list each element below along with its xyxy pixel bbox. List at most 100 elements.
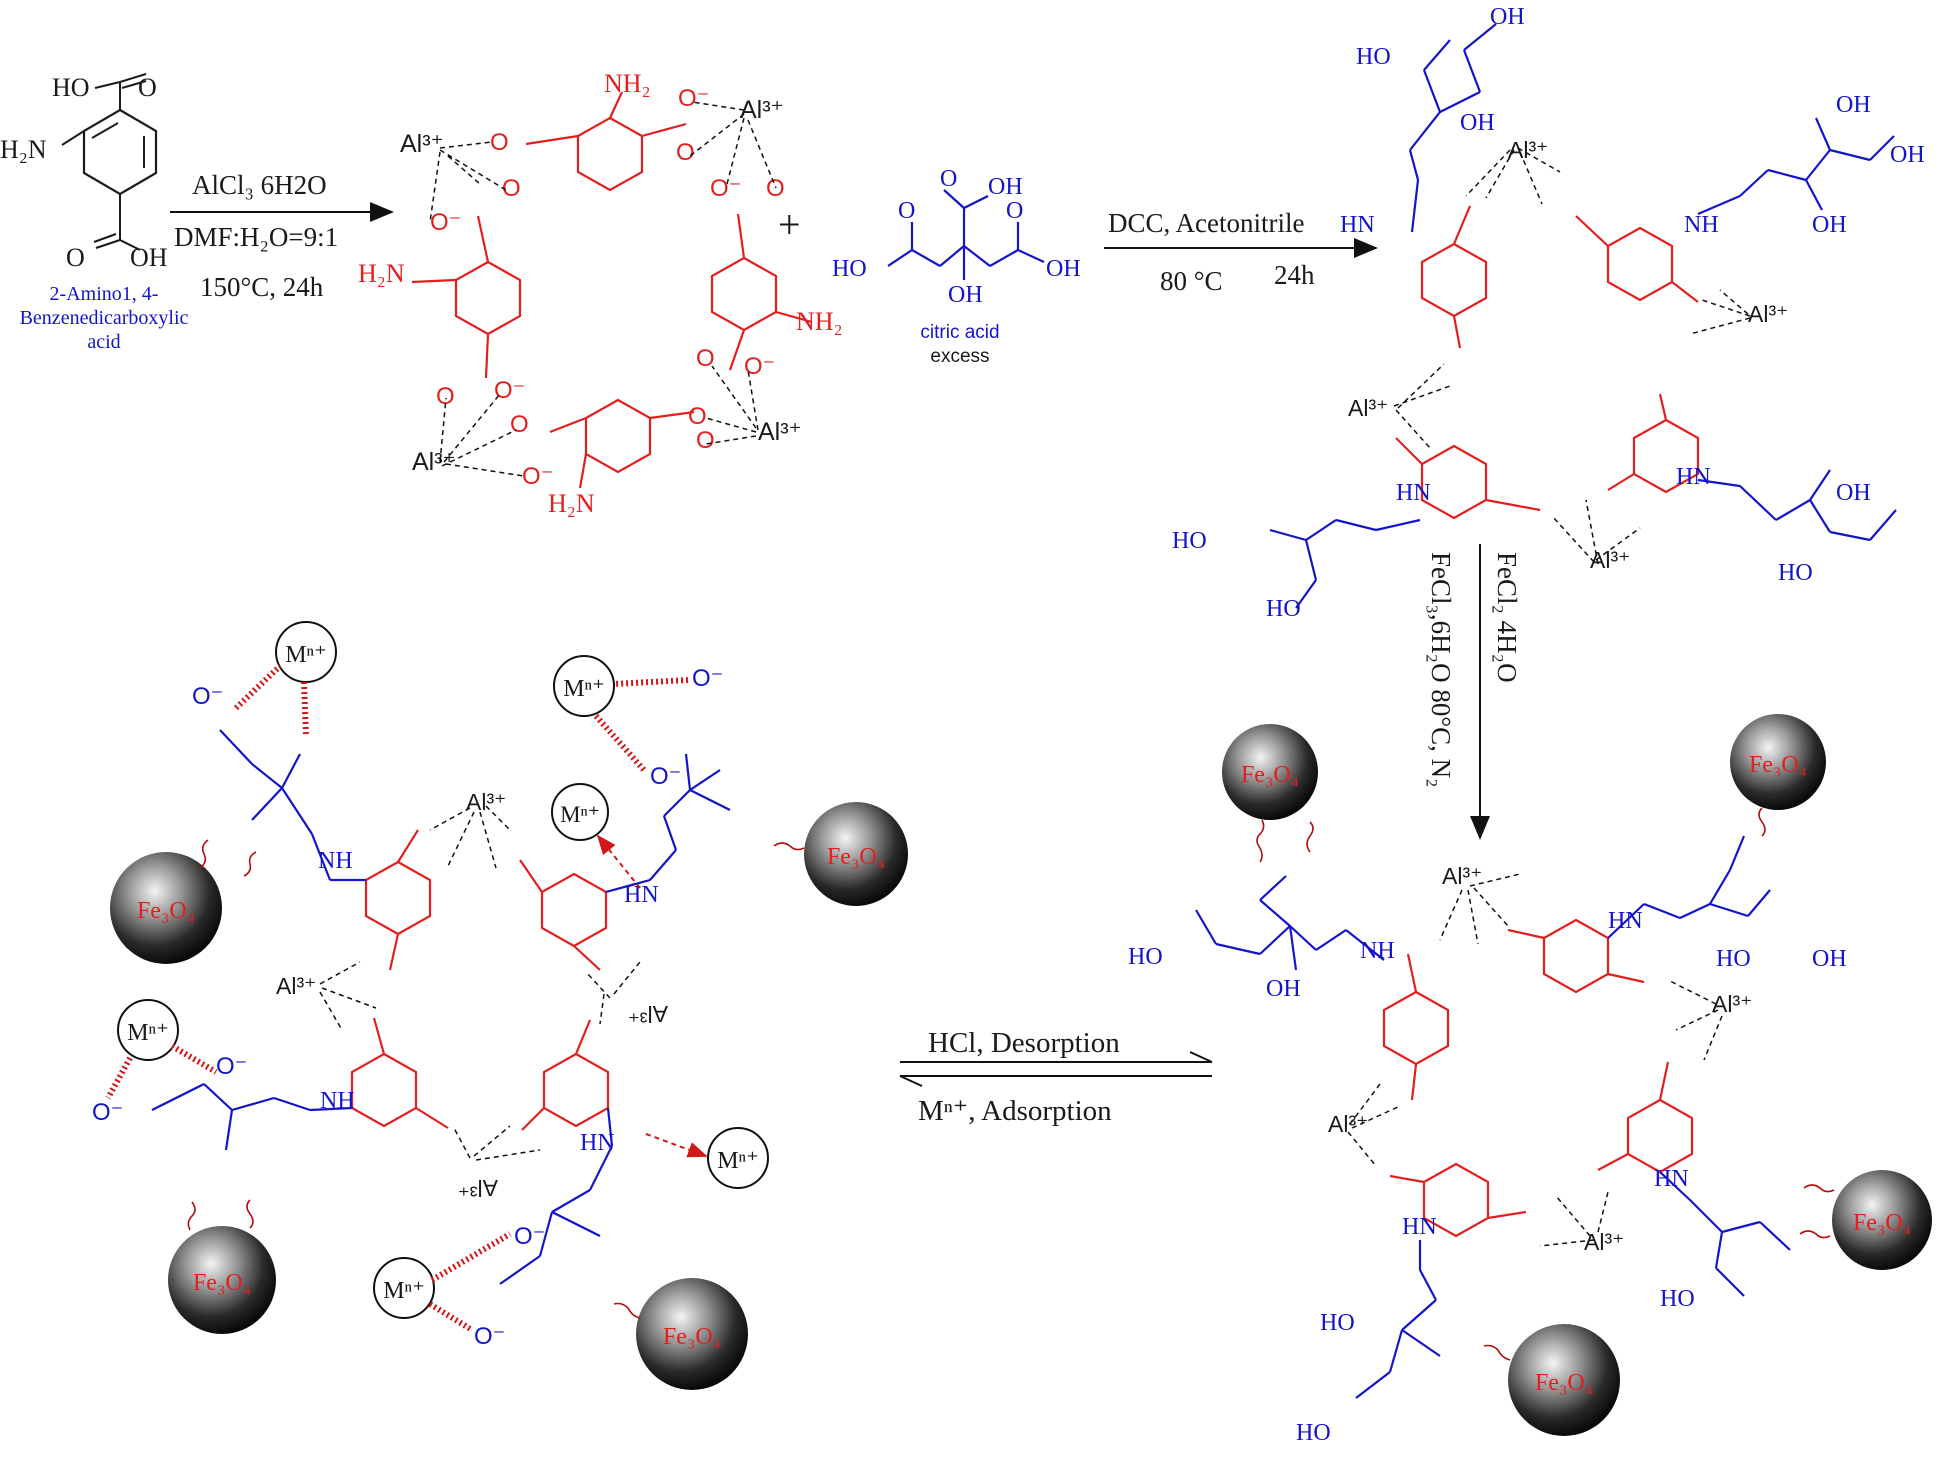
mof2-hn-1: HN — [1340, 212, 1375, 238]
svg-text:O⁻: O⁻ — [430, 209, 461, 236]
femof-nh-1: NH — [1360, 938, 1395, 964]
femof-ho-2: HO — [1716, 946, 1751, 972]
adsorbed-o-minus-1: O⁻ — [192, 683, 223, 710]
svg-text:Mⁿ⁺: Mⁿ⁺ — [563, 676, 605, 702]
femof-ho-5: HO — [1296, 1420, 1331, 1446]
mof2-al-1: Al³⁺ — [1508, 137, 1548, 163]
svg-text:Fe₃O₄: Fe₃O₄ — [193, 1270, 251, 1296]
adsorbed-mof-structure — [350, 829, 610, 1131]
adsorbed-linker-5 — [246, 1199, 254, 1229]
svg-text:Mⁿ⁺: Mⁿ⁺ — [285, 642, 327, 668]
plus-sign: + — [778, 202, 801, 247]
mof1-al-top-right: Al³⁺ — [740, 96, 784, 124]
svg-text:O: O — [676, 139, 695, 166]
adsorbed-al-2: Al³⁺ — [276, 973, 316, 999]
femof-linker-5 — [1803, 1184, 1835, 1193]
adsorbed-mof-arms — [151, 729, 731, 1285]
femof-linker-2 — [1306, 821, 1314, 853]
mof1-coordination-bonds — [429, 101, 777, 477]
step2-time: 24h — [1274, 260, 1315, 290]
svg-text:O⁻: O⁻ — [710, 175, 741, 202]
metal-ion-2: Mⁿ⁺ — [553, 655, 615, 717]
citric-acid-molecule — [887, 189, 1045, 280]
mof2-hn-3: HN — [1676, 464, 1711, 490]
femof-oh-1: OH — [1266, 976, 1301, 1002]
citric-top-oh: OH — [988, 174, 1023, 200]
svg-text:O⁻: O⁻ — [522, 463, 553, 490]
femof-oh-2: OH — [1812, 946, 1847, 972]
step1-conditions: 150°C, 24h — [200, 272, 324, 302]
adsorbed-hn-1: HN — [624, 882, 659, 908]
svg-text:O: O — [766, 175, 785, 202]
svg-text:O: O — [490, 129, 509, 156]
forward-conditions: HCl, Desorption — [928, 1027, 1120, 1059]
adsorbed-coordination-bonds — [319, 805, 641, 1161]
adsorbed-o-minus-7: O⁻ — [474, 1323, 505, 1350]
fe3o4-sphere-6: Fe₃O₄ — [804, 802, 908, 906]
svg-text:O: O — [696, 345, 715, 372]
citric-top-o: O — [940, 166, 957, 192]
mof1-al-bottom-left: Al³⁺ — [412, 448, 456, 476]
al-mof-structure — [411, 91, 813, 489]
mof1-carboxylate-oxygens: O O O⁻ O⁻ O O⁻ O O O⁻ O O⁻ O O⁻ O O — [430, 85, 785, 490]
svg-text:Mⁿ⁺: Mⁿ⁺ — [383, 1278, 425, 1304]
metal-binding-bonds — [105, 663, 708, 1333]
reactant-name-line1: 2-Amino1, 4- — [50, 283, 159, 305]
mof2-oh-3: OH — [1836, 92, 1871, 118]
mof2-ho-2: HO — [1172, 528, 1207, 554]
reactant-molecule — [61, 73, 158, 251]
svg-text:O: O — [502, 175, 521, 202]
mof1-al-top-left: Al³⁺ — [400, 130, 444, 158]
svg-text:Fe₃O₄: Fe₃O₄ — [1241, 762, 1299, 788]
adsorbed-o-minus-6: O⁻ — [514, 1223, 545, 1250]
mof1-al-bottom-right: Al³⁺ — [758, 418, 802, 446]
reactant-ho: HO — [52, 73, 90, 102]
femof-al-1: Al³⁺ — [1442, 863, 1482, 889]
svg-text:O⁻: O⁻ — [494, 377, 525, 404]
femof-hn-2: HN — [1402, 1214, 1437, 1240]
fe3o4-mof-arms — [1195, 835, 1791, 1399]
femof-ho-1: HO — [1128, 944, 1163, 970]
metal-ion-3: Mⁿ⁺ — [551, 783, 609, 841]
metal-ion-5: Mⁿ⁺ — [707, 1127, 769, 1189]
femof-linker-6 — [1483, 1344, 1511, 1361]
adsorbed-o-minus-2: O⁻ — [650, 763, 681, 790]
fe3o4-sphere-5: Fe₃O₄ — [110, 852, 222, 964]
step1-solvent: DMF:H₂O=9:1 — [174, 222, 338, 252]
metal-ion-6: Mⁿ⁺ — [373, 1257, 435, 1319]
citric-right-o: O — [1006, 198, 1023, 224]
svg-text:O: O — [510, 411, 529, 438]
reactant-name-line2: Benzenedicarboxylic — [20, 307, 189, 329]
step3-reagent-2: FeCl₃,6H₂O 80°C, N₂ — [1426, 552, 1456, 788]
mof2-oh-4: OH — [1890, 142, 1925, 168]
femof-hn-1: HN — [1608, 908, 1643, 934]
mof2-ho-4: HO — [1778, 560, 1813, 586]
femof-coordination-bonds — [1347, 873, 1723, 1247]
fe3o4-sphere-2: Fe₃O₄ — [1730, 714, 1826, 810]
equilibrium-arrows — [899, 1051, 1213, 1087]
adsorbed-hn-2: HN — [580, 1130, 615, 1156]
svg-text:Fe₃O₄: Fe₃O₄ — [1853, 1210, 1911, 1236]
mof1-nh2-top: NH₂ — [604, 69, 651, 98]
citric-left-o: O — [898, 198, 915, 224]
mof1-h2n-bottom: H₂N — [548, 489, 595, 518]
fe3o4-sphere-7: Fe₃O₄ — [168, 1226, 276, 1334]
femof-linker-3 — [1758, 807, 1766, 837]
fe3o4-sphere-4: Fe₃O₄ — [1508, 1324, 1620, 1436]
mof1-h2n-left: H₂N — [358, 259, 405, 288]
svg-text:Mⁿ⁺: Mⁿ⁺ — [127, 1020, 169, 1046]
fe3o4-mof-structure — [1382, 918, 1694, 1238]
svg-text:Fe₃O₄: Fe₃O₄ — [1535, 1370, 1593, 1396]
reactant-oh: OH — [130, 243, 168, 272]
svg-text:O: O — [688, 403, 707, 430]
fe3o4-sphere-1: Fe₃O₄ — [1222, 724, 1318, 820]
citric-excess: excess — [930, 346, 989, 367]
metal-ion-4: Mⁿ⁺ — [117, 999, 179, 1061]
fe3o4-sphere-3: Fe₃O₄ — [1832, 1170, 1932, 1270]
mof2-oh-1: OH — [1490, 4, 1525, 30]
adsorbed-nh-1: NH — [318, 848, 353, 874]
mof2-hn-2: HN — [1396, 480, 1431, 506]
mof2-oh-5: OH — [1812, 212, 1847, 238]
adsorbed-linker-4 — [187, 1201, 196, 1231]
reverse-conditions: Mⁿ⁺, Adsorption — [918, 1095, 1112, 1127]
